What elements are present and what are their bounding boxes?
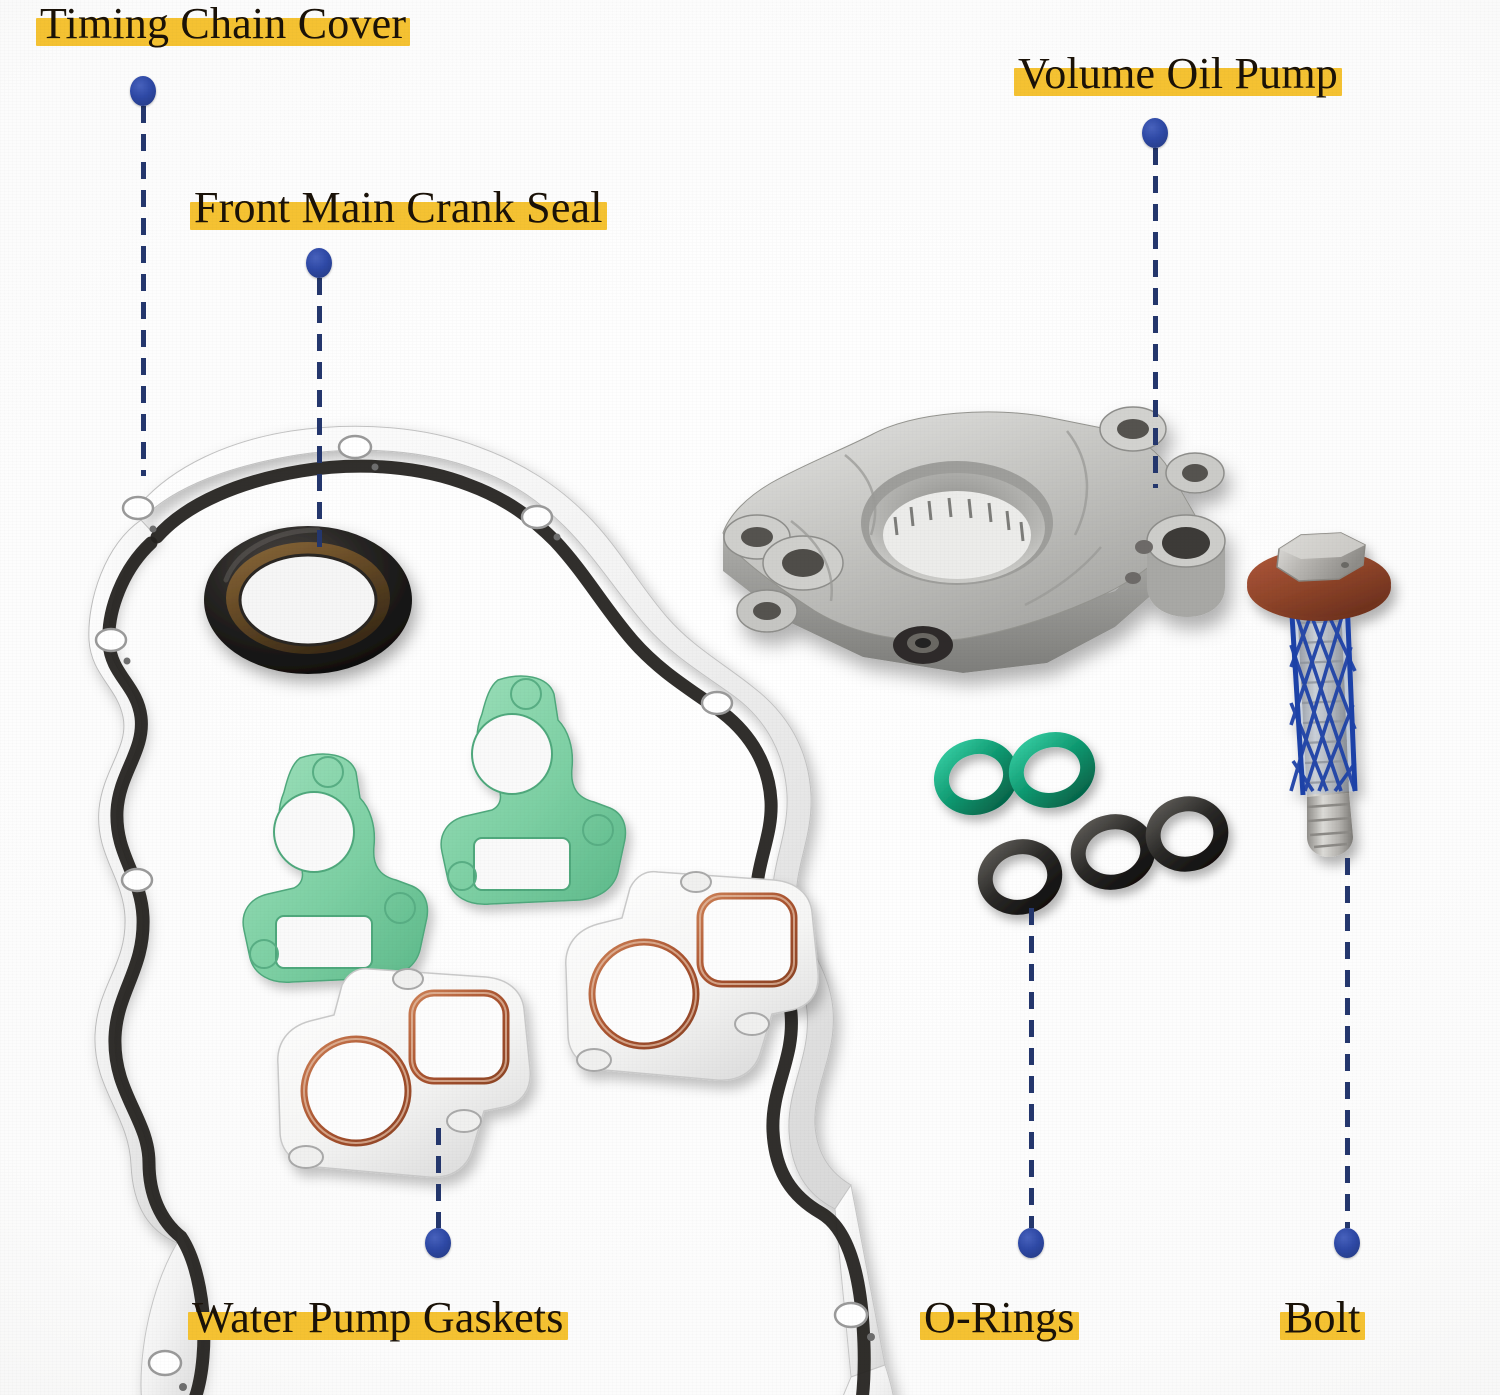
- callout-label-o-rings: O-Rings: [920, 1296, 1079, 1342]
- callout-label-volume-oil-pump: Volume Oil Pump: [1014, 52, 1343, 98]
- callout-label-text: Water Pump Gaskets: [188, 1296, 568, 1342]
- callout-dot-timing-chain-cover[interactable]: [130, 76, 156, 106]
- callout-label-text: Timing Chain Cover: [36, 2, 411, 48]
- part-front-main-crank-seal: [200, 520, 420, 680]
- callout-label-water-pump-gaskets: Water Pump Gaskets: [188, 1296, 568, 1342]
- part-bolt: [1245, 525, 1415, 865]
- callout-dot-water-pump-gaskets[interactable]: [425, 1228, 451, 1258]
- part-volume-oil-pump: [695, 395, 1226, 695]
- callout-label-text: Bolt: [1280, 1296, 1365, 1342]
- callout-dot-o-rings[interactable]: [1018, 1228, 1044, 1258]
- callout-label-timing-chain-cover: Timing Chain Cover: [36, 2, 411, 48]
- leader-line-bolt: [1345, 858, 1350, 1228]
- callout-label-text: O-Rings: [920, 1296, 1079, 1342]
- part-water-pump-gasket-green-left: [240, 750, 440, 990]
- part-water-pump-gasket-white-right: [560, 868, 850, 1093]
- callout-label-bolt: Bolt: [1280, 1296, 1365, 1342]
- callout-dot-bolt[interactable]: [1334, 1228, 1360, 1258]
- leader-line-front-main-crank-seal: [317, 278, 322, 558]
- leader-line-volume-oil-pump: [1153, 148, 1158, 488]
- part-water-pump-gasket-white-left: [272, 965, 562, 1190]
- callout-dot-volume-oil-pump[interactable]: [1142, 118, 1168, 148]
- callout-dot-front-main-crank-seal[interactable]: [306, 248, 332, 278]
- leader-line-timing-chain-cover: [141, 106, 146, 476]
- part-water-pump-gasket-green-right: [438, 672, 638, 912]
- callout-label-text: Volume Oil Pump: [1014, 52, 1343, 98]
- callout-label-text: Front Main Crank Seal: [190, 186, 607, 232]
- leader-line-water-pump-gaskets: [436, 1128, 441, 1228]
- part-o-rings: [930, 730, 1229, 920]
- part-timing-cover-gasket: [45, 425, 925, 1395]
- leader-line-o-rings: [1029, 908, 1034, 1228]
- callout-label-front-main-crank-seal: Front Main Crank Seal: [190, 186, 607, 232]
